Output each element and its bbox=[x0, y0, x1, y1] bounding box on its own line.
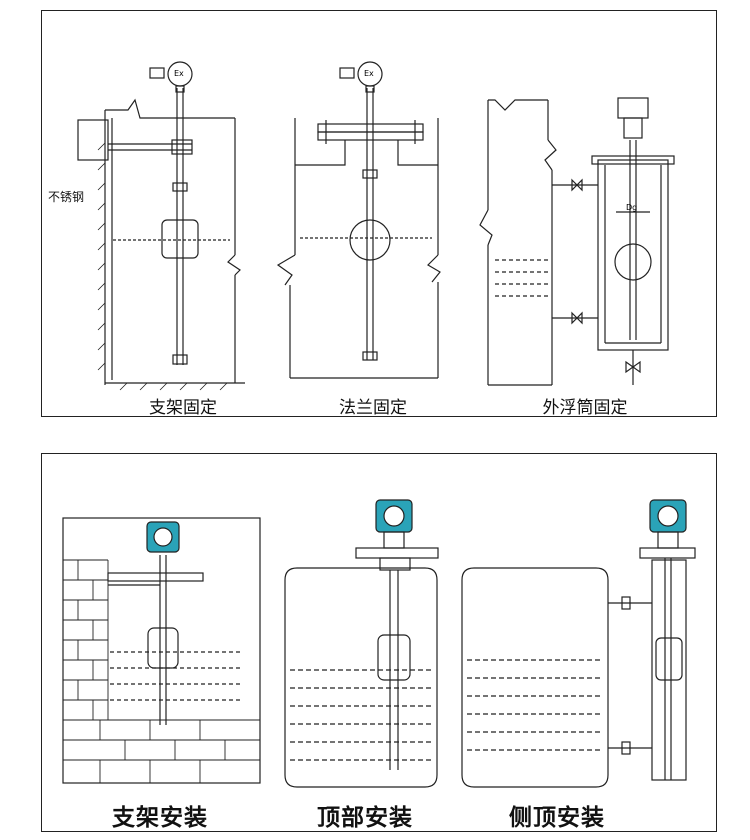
caption-top-install: 顶部安装 bbox=[317, 805, 413, 831]
explosion-proof-mark: Ex bbox=[364, 69, 374, 78]
material-note: 不锈钢 bbox=[48, 190, 85, 204]
bracket-fixing-diagram bbox=[77, 61, 245, 391]
external-cage-diagram bbox=[479, 97, 675, 386]
bracket-install-diagram bbox=[62, 517, 261, 784]
flange-fixing-diagram bbox=[276, 61, 441, 379]
caption-cage-fixing: 外浮筒固定 bbox=[542, 398, 628, 418]
caption-side-top-install: 侧顶安装 bbox=[509, 805, 605, 831]
caption-bracket-fixing: 支架固定 bbox=[149, 398, 217, 418]
top-install-diagram bbox=[284, 499, 439, 788]
dimension-label: Dg bbox=[626, 203, 638, 212]
explosion-proof-mark: Ex bbox=[174, 69, 184, 78]
caption-flange-fixing: 法兰固定 bbox=[339, 398, 407, 418]
side-top-install-diagram bbox=[461, 499, 696, 788]
caption-bracket-install: 支架安装 bbox=[112, 805, 208, 831]
